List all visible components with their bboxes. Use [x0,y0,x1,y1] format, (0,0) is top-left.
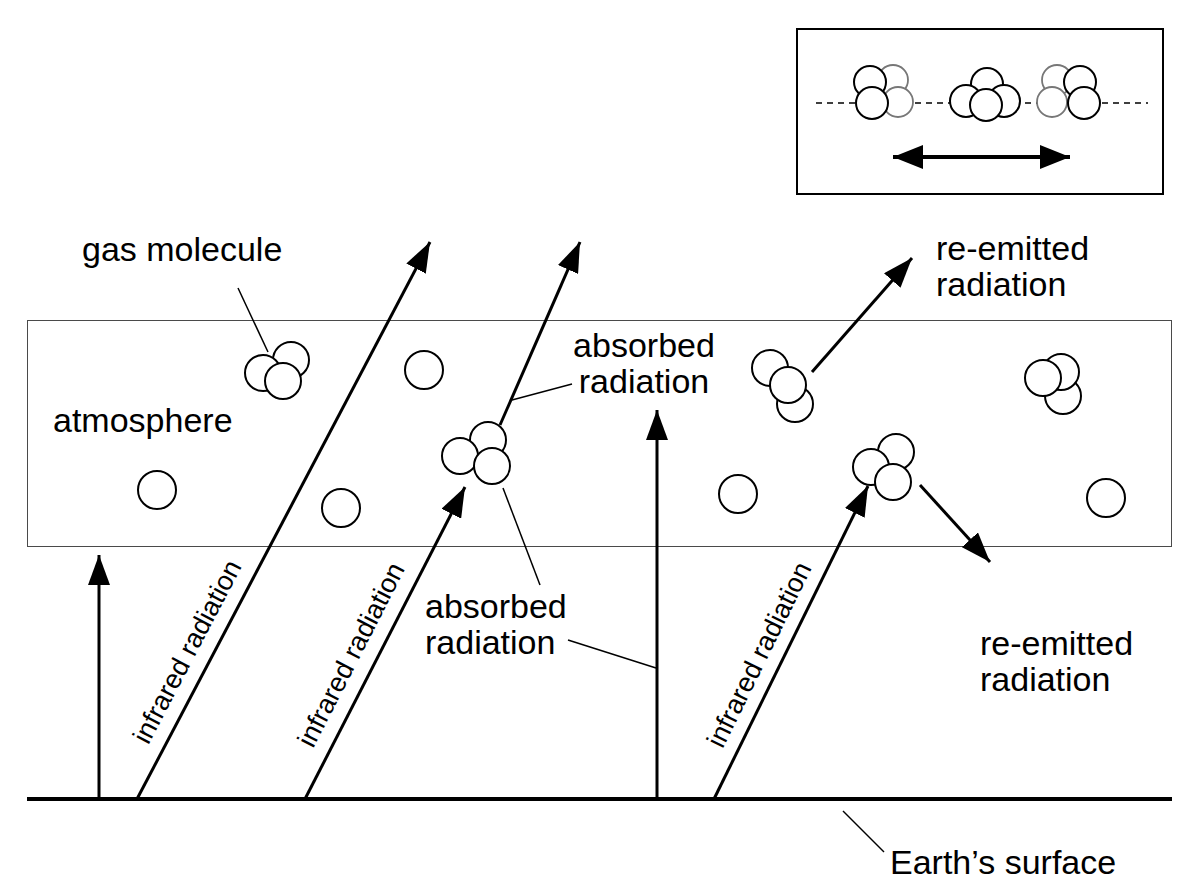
ghost-atom [1037,87,1067,117]
molecule-atom [777,386,813,422]
radiation-arrow [714,486,868,799]
callout-label: re-emitted radiation [980,625,1170,697]
ghost-atom [883,87,913,117]
molecule-atom [1045,378,1081,414]
molecule-atom [854,66,886,98]
leader-line [843,811,884,852]
surface-line [27,797,1172,801]
atom [405,351,443,389]
arrow-label: infrared radiation [128,555,248,748]
atom [322,489,360,527]
atom [138,471,176,509]
molecule-atom [971,68,1003,100]
molecule-atom [442,438,478,474]
radiation-arrow [137,242,430,799]
atmosphere-band: atmosphere [27,320,1172,547]
radiation-arrow [812,258,912,372]
inset-frame [797,29,1163,194]
molecule-atom [875,464,911,500]
band-label: atmosphere [53,402,353,438]
molecule-atom [878,434,914,470]
molecule-atom [273,342,309,378]
gas-molecules [245,342,1081,500]
arrow-label: infrared radiation [293,558,412,752]
atom [719,475,757,513]
ghost-atom [1042,65,1072,95]
molecule-atom [1064,66,1096,98]
molecule-atom [853,449,889,485]
radiation-arrow [98,555,101,799]
radiation-arrow [500,242,580,425]
leader-lines [238,288,656,668]
radiation-arrow [305,487,465,799]
molecule-atom [245,355,281,391]
molecule-atom [752,350,788,386]
radiation-arrows [99,242,990,799]
inset-atoms [854,66,1100,121]
molecule-atom [470,422,506,458]
callout-label: Earth’s surface [890,844,1116,880]
callout-label: re-emitted radiation [936,230,1126,302]
molecule-atom [856,87,888,119]
molecule-atom [970,89,1002,121]
molecule-atom [474,448,510,484]
molecule-atom [1025,360,1061,396]
callout-label: gas molecule [82,231,282,267]
radiation-arrow [920,485,990,562]
ghost-atom [878,65,908,95]
radiation-arrow [656,410,659,799]
vibration-arrow [893,155,1070,159]
leader-line [568,640,656,668]
molecule-atom [265,363,301,399]
molecule-atom [950,85,982,117]
leader-line [238,288,268,352]
atom [1087,479,1125,517]
molecule-atom [770,367,806,403]
molecule-atom [1068,87,1100,119]
molecule-atom [1043,354,1079,390]
leader-line [503,488,540,585]
vibration-inset [797,29,1163,194]
molecule-atom [988,85,1020,117]
axis-line [816,102,1148,104]
atoms [138,351,1125,527]
arrow-label: infrared radiation [702,558,818,753]
callout-label: absorbed radiation [425,588,601,660]
ghost-atoms [878,65,1072,117]
leader-line [512,384,572,400]
